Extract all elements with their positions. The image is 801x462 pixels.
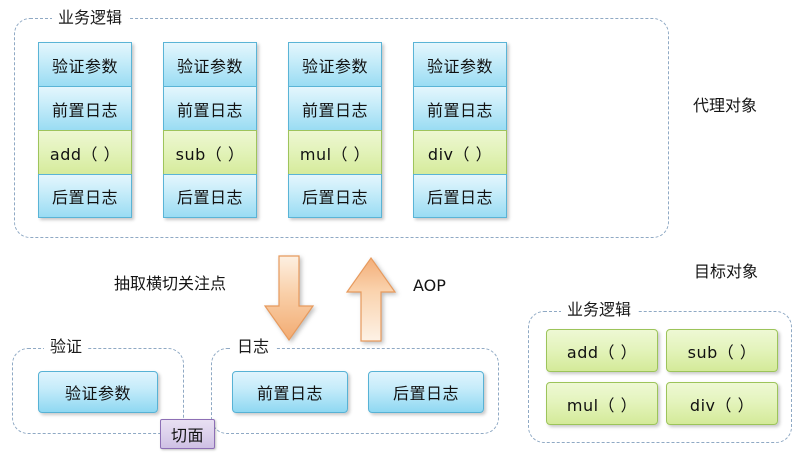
aspect-after-log-box[interactable]: 后置日志 — [368, 371, 484, 413]
target-object-label: 目标对象 — [694, 262, 759, 281]
target-business-logic-group — [528, 311, 792, 443]
proxy-cell-method-add[interactable]: add（ ） — [38, 130, 132, 174]
proxy-cell-method-sub[interactable]: sub（ ） — [163, 130, 257, 174]
proxy-cell-validate-params[interactable]: 验证参数 — [163, 42, 257, 86]
proxy-cell-after-log[interactable]: 后置日志 — [413, 174, 507, 218]
logging-group-label: 日志 — [231, 338, 276, 356]
up-arrow-icon — [345, 256, 397, 342]
proxy-cell-after-log[interactable]: 后置日志 — [163, 174, 257, 218]
target-business-logic-label: 业务逻辑 — [561, 301, 638, 319]
target-method-mul[interactable]: mul（ ） — [546, 382, 658, 425]
validation-group — [12, 348, 184, 434]
proxy-cell-after-log[interactable]: 后置日志 — [38, 174, 132, 218]
proxy-cell-after-log[interactable]: 后置日志 — [288, 174, 382, 218]
proxy-column-div: 验证参数 前置日志 div（ ） 后置日志 — [413, 42, 507, 218]
proxy-cell-validate-params[interactable]: 验证参数 — [413, 42, 507, 86]
validation-group-label: 验证 — [44, 338, 89, 356]
proxy-cell-method-div[interactable]: div（ ） — [413, 130, 507, 174]
proxy-cell-validate-params[interactable]: 验证参数 — [288, 42, 382, 86]
extract-crosscutting-label: 抽取横切关注点 — [114, 274, 227, 293]
proxy-cell-before-log[interactable]: 前置日志 — [38, 86, 132, 130]
target-method-sub[interactable]: sub（ ） — [666, 329, 778, 372]
proxy-column-add: 验证参数 前置日志 add（ ） 后置日志 — [38, 42, 132, 218]
proxy-cell-before-log[interactable]: 前置日志 — [288, 86, 382, 130]
proxy-cell-before-log[interactable]: 前置日志 — [413, 86, 507, 130]
proxy-business-logic-label: 业务逻辑 — [52, 9, 129, 27]
target-method-div[interactable]: div（ ） — [666, 382, 778, 425]
proxy-business-logic-group — [14, 18, 669, 238]
proxy-object-label: 代理对象 — [693, 96, 758, 115]
proxy-cell-validate-params[interactable]: 验证参数 — [38, 42, 132, 86]
logging-group — [211, 348, 499, 434]
target-method-add[interactable]: add（ ） — [546, 329, 658, 372]
aspect-validate-params-box[interactable]: 验证参数 — [38, 371, 158, 413]
aspect-badge[interactable]: 切面 — [160, 419, 215, 449]
proxy-column-sub: 验证参数 前置日志 sub（ ） 后置日志 — [163, 42, 257, 218]
down-arrow-icon — [263, 255, 315, 342]
proxy-cell-method-mul[interactable]: mul（ ） — [288, 130, 382, 174]
proxy-column-mul: 验证参数 前置日志 mul（ ） 后置日志 — [288, 42, 382, 218]
proxy-cell-before-log[interactable]: 前置日志 — [163, 86, 257, 130]
aop-label: AOP — [413, 276, 446, 295]
aspect-before-log-box[interactable]: 前置日志 — [232, 371, 348, 413]
